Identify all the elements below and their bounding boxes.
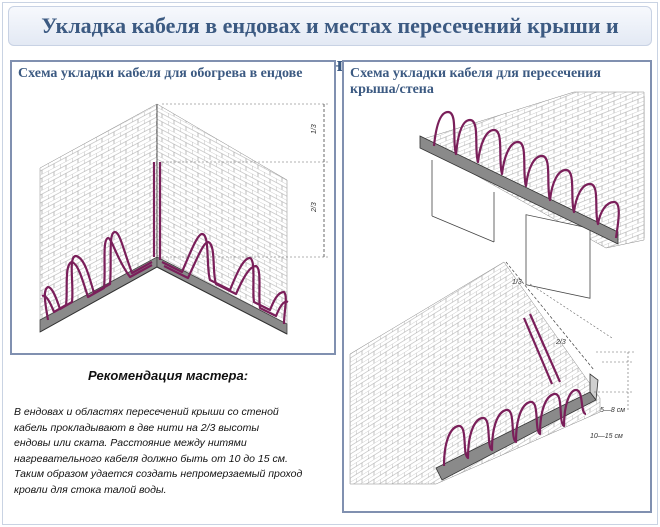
valley-panel-title: Схема укладки кабеля для обогрева в ендо… bbox=[18, 66, 303, 81]
advice-line: ендовы или ската. Расстояние между нитям… bbox=[14, 437, 247, 450]
upper-cable bbox=[432, 110, 620, 239]
lower-cable bbox=[442, 313, 587, 467]
lower-gutter-wall bbox=[589, 373, 599, 402]
wall-junction-panel-title: Схема укладки кабеля для пересечения кры… bbox=[350, 66, 601, 97]
left-cable bbox=[43, 162, 162, 321]
gap-label-small: 5—8 см bbox=[600, 407, 625, 414]
left-cable-second bbox=[41, 236, 153, 314]
lower-dimension-label-upper: 1/3 bbox=[512, 279, 522, 286]
wall-base bbox=[431, 215, 495, 243]
gutter-edge bbox=[39, 266, 288, 335]
advice-heading: Рекомендация мастера: bbox=[88, 368, 249, 383]
advice-line: Таким образом удается создать непромерза… bbox=[14, 468, 303, 481]
advice-line: нагревательного кабеля должно быть от 10… bbox=[14, 452, 288, 465]
advice-line: кабель прокладывают в две нити на 2/3 вы… bbox=[14, 421, 260, 434]
advice-text: В ендовах и областях пересечений крыши с… bbox=[14, 405, 336, 499]
upper-gutter bbox=[419, 135, 619, 245]
wall-junction-panel: Схема укладки кабеля для пересечения кры… bbox=[342, 60, 652, 513]
window bbox=[525, 214, 591, 299]
gap-label-large: 10—15 см bbox=[590, 433, 623, 440]
right-cable-second bbox=[163, 240, 289, 318]
lower-dimension-guide-upper bbox=[529, 283, 613, 339]
lower-dimension-line bbox=[505, 261, 595, 371]
valley-diagram: 1/3 2/3 bbox=[39, 103, 328, 335]
dimension-label-upper: 1/3 bbox=[311, 124, 318, 134]
lower-dimension-label-lower: 2/3 bbox=[555, 339, 566, 346]
page-title: Укладка кабеля в ендовах и местах пересе… bbox=[8, 6, 652, 76]
advice-line: В ендовах и областях пересечений крыши с… bbox=[14, 406, 279, 418]
wall-junction-diagram: 1/3 2/3 5—8 см 10—15 см bbox=[349, 91, 645, 485]
right-cable bbox=[161, 232, 287, 325]
left-roof-slope bbox=[39, 103, 158, 321]
valley-panel: Схема укладки кабеля для обогрева в ендо… bbox=[10, 60, 336, 355]
advice-line: кровли для стока талой воды. bbox=[14, 483, 167, 496]
dimension-label-lower: 2/3 bbox=[311, 202, 318, 213]
